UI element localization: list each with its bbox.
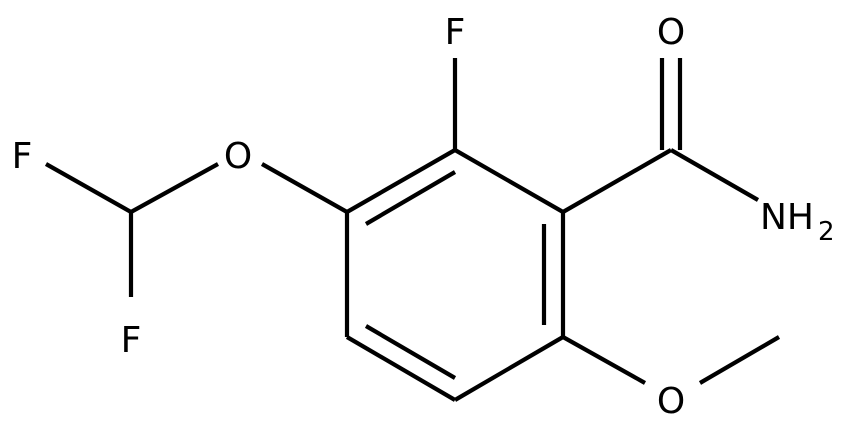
atom-f-left: F [12,136,33,177]
bond-c3-o-methoxy [561,335,647,385]
atom-o-carbonyl: O [657,12,685,53]
bond-ring-c4-c5 [345,335,457,402]
bond-ring-c1-c2 [453,148,565,214]
bond-carbonyl-n [669,148,760,202]
atom-labels: F O NH 2 O F F O [12,12,835,422]
atom-o-ether: O [224,136,252,177]
bond-ring-c4-c5-inner [364,324,457,380]
atom-nh-amide: NH [760,197,814,238]
bond-o-methyl [698,335,781,385]
bond-ring-c6-c1-inner [364,170,457,226]
atom-f-top: F [445,12,466,53]
bond-c6-o-ether [260,162,349,214]
atom-o-methoxy: O [657,381,685,422]
bond-o-chf2 [129,162,220,214]
bond-chf2-f-left [44,162,133,214]
bonds [44,58,781,402]
bond-c2-carbonyl [561,148,673,214]
bond-ring-c3-c4 [453,335,565,402]
atom-nh-amide-subscript: 2 [818,217,835,247]
bond-ring-c6-c1 [345,148,457,214]
atom-f-bottom: F [121,320,142,361]
